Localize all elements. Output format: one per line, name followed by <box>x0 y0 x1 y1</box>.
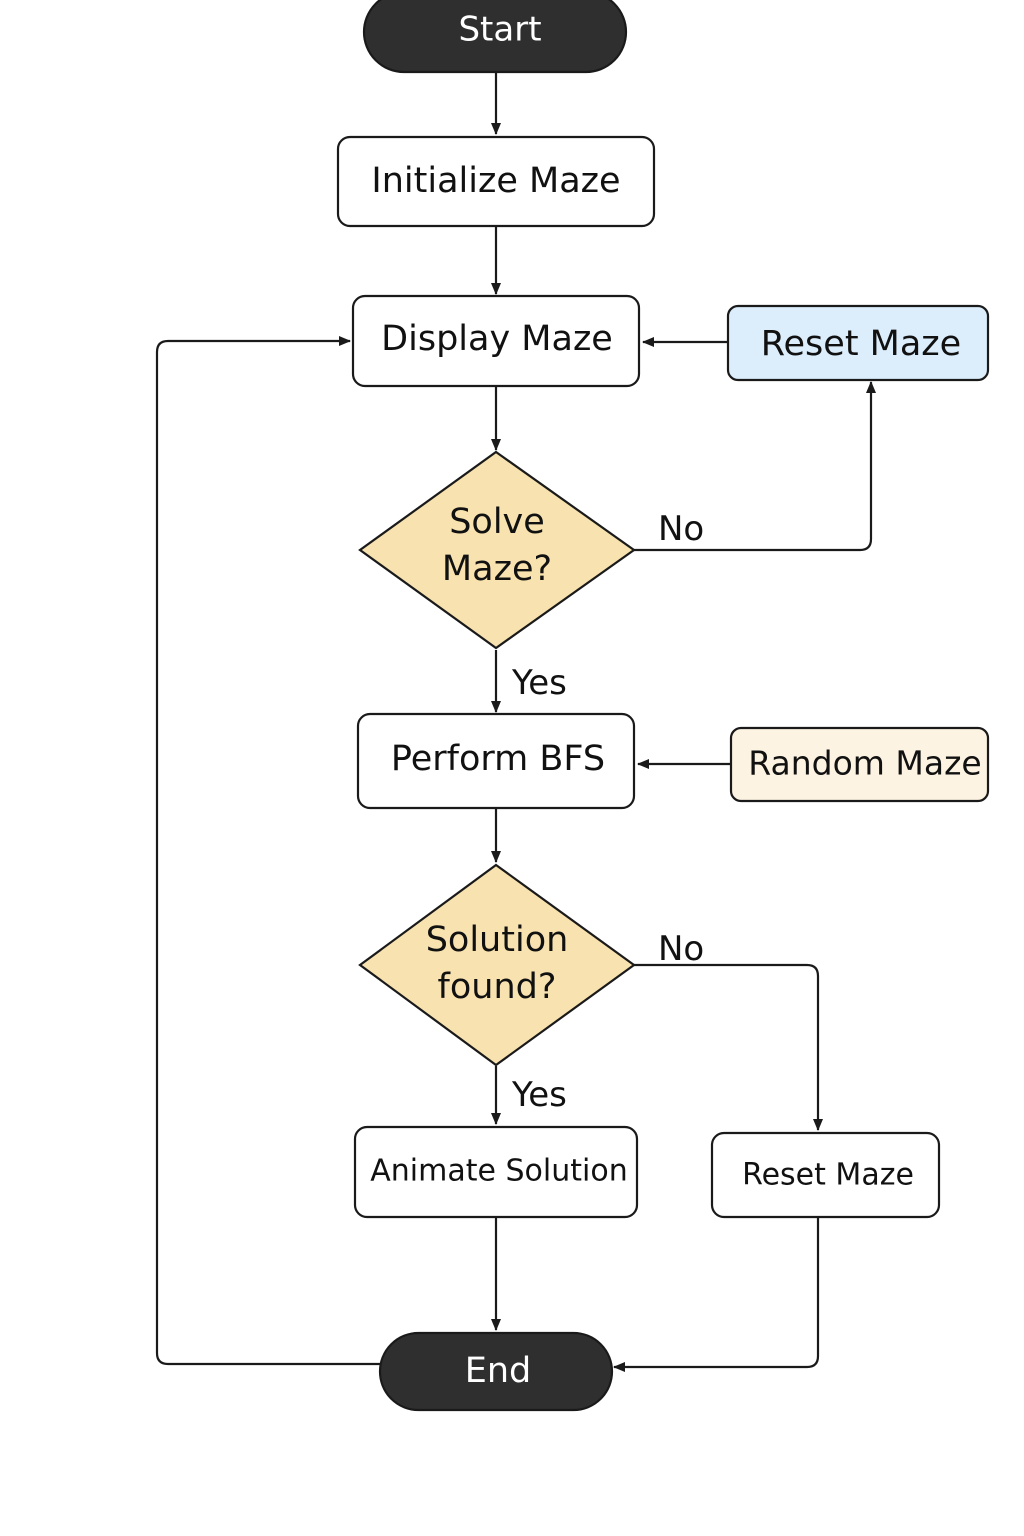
node-start: Start <box>362 0 628 74</box>
edge-label-solution-no: No <box>658 929 704 969</box>
edge-label-solve-yes: Yes <box>511 663 567 703</box>
random-maze-box <box>729 726 990 803</box>
edge-end-loop-to-display <box>155 336 380 1366</box>
solution-found-label-line2: found? <box>438 967 557 1007</box>
end-terminal-shape <box>378 1331 614 1412</box>
node-random-maze: Random Maze <box>729 726 990 803</box>
node-perform-bfs: Perform BFS <box>356 712 636 810</box>
node-end: End <box>378 1331 614 1412</box>
start-terminal-shape <box>362 0 628 74</box>
solve-maze-diamond <box>358 450 636 650</box>
node-solution-found-decision: Solution found? <box>358 863 636 1067</box>
random-maze-label: Random Maze <box>748 744 981 783</box>
perform-bfs-label: Perform BFS <box>391 739 605 779</box>
edge-label-solve-no: No <box>658 509 704 549</box>
display-maze-label: Display Maze <box>381 319 613 359</box>
edge-label-solution-yes: Yes <box>511 1075 567 1115</box>
node-display-maze: Display Maze <box>351 294 641 388</box>
solve-maze-label-line2: Maze? <box>442 549 552 589</box>
edge-reset-bottom-to-end <box>613 1217 820 1372</box>
node-reset-maze-top: Reset Maze <box>726 304 990 382</box>
node-solve-maze-decision: Solve Maze? <box>358 450 636 650</box>
perform-bfs-box <box>356 712 636 810</box>
solution-found-diamond <box>358 863 636 1067</box>
initialize-maze-label: Initialize Maze <box>371 161 620 201</box>
reset-maze-bottom-box <box>710 1131 941 1219</box>
solve-maze-label-line1: Solve <box>449 502 545 542</box>
end-label: End <box>465 1351 532 1391</box>
initialize-maze-box <box>336 135 656 228</box>
reset-maze-top-box <box>726 304 990 382</box>
node-reset-maze-bottom: Reset Maze <box>710 1131 941 1219</box>
animate-solution-box <box>353 1125 639 1219</box>
edges-layer <box>155 72 876 1372</box>
edge-solution-no-to-reset-bottom <box>634 963 823 1131</box>
edge-solve-no-to-reset-top <box>634 381 876 552</box>
reset-maze-top-label: Reset Maze <box>761 324 961 364</box>
reset-maze-bottom-label: Reset Maze <box>742 1158 914 1193</box>
node-initialize-maze: Initialize Maze <box>336 135 656 228</box>
node-animate-solution: Animate Solution <box>353 1125 639 1219</box>
solution-found-label-line1: Solution <box>426 920 569 960</box>
animate-solution-label: Animate Solution <box>370 1154 627 1189</box>
display-maze-box <box>351 294 641 388</box>
start-label: Start <box>458 10 541 50</box>
